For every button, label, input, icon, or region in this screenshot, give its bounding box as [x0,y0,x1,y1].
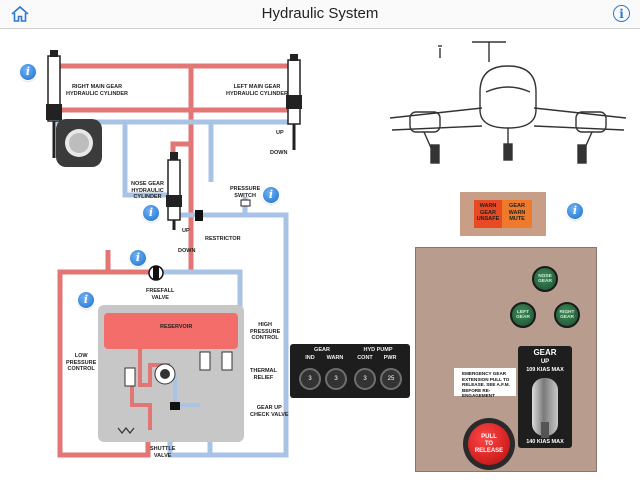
top-bar: Hydraulic System i [0,0,640,29]
gauge-col-cont: CONT [357,355,373,361]
hydraulic-diagram [46,41,627,458]
breaker-hyd-pwr[interactable]: 25 [380,368,402,390]
label-down-main: DOWN [270,150,288,156]
left-gear-light: LEFT GEAR [510,302,536,328]
reservoir [104,313,238,349]
gear-up-label: UP [540,359,550,365]
info-icon: i [25,65,31,78]
nose-gear-cylinder [166,152,182,230]
gauge-col-warn: WARN [326,355,344,361]
aircraft-drawing [389,41,627,164]
label-up-nose: UP [182,228,190,234]
home-button[interactable] [10,5,30,23]
label-low-pressure-control: LOW PRESSURE CONTROL [66,353,97,372]
annunciator-panel: WARN GEAR UNSAFE GEAR WARN MUTE [460,192,546,236]
label-nose-gear: NOSE GEAR HYDRAULIC CYLINDER [131,181,165,200]
gear-lever[interactable] [532,378,558,438]
info-button-nose-gear[interactable]: i [143,205,159,221]
label-reservoir: RESERVOIR [160,324,193,330]
tire [56,119,102,167]
gauge-col-ind: IND [305,355,315,361]
label-pressure-switch: PRESSURE SWITCH [230,186,261,199]
info-icon: i [572,204,578,217]
info-button-annunciator[interactable]: i [567,203,583,219]
emergency-extension-placard: EMERGENCY GEAR EXTENSION PULL TO RELEASE… [454,368,516,398]
home-icon [11,5,29,22]
label-freefall-valve: FREEFALL VALVE [146,288,175,301]
label-thermal-relief: THERMAL RELIEF [250,368,277,381]
info-button-pressure-switch[interactable]: i [263,187,279,203]
label-shuttle-valve: SHUTTLE VALVE [150,446,176,459]
info-button-freefall-valve[interactable]: i [130,250,146,266]
breaker-gear-warn[interactable]: 3 [325,368,347,390]
left-gear-light-label: LEFT GEAR [516,309,530,321]
gauge-header-gear: GEAR [314,347,330,353]
label-restrictor: RESTRICTOR [205,236,241,242]
gauge-header-hyd-pump: HYD PUMP [363,347,393,353]
gear-up-kias: 109 KIAS MAX [526,367,564,373]
info-icon: i [619,7,624,21]
pressure-switch [240,199,251,207]
breaker-gear-ind[interactable]: 3 [299,368,321,390]
label-down-nose: DOWN [178,248,196,254]
label-right-main-gear: RIGHT MAIN GEAR HYDRAULIC CYLINDER [66,84,129,97]
gauge-col-pwr: PWR [383,355,397,361]
gear-control-panel: NOSE GEAR LEFT GEAR RIGHT GEAR GEAR UP 1… [415,247,597,472]
nose-gear-light: NOSE GEAR [532,266,558,292]
left-main-gear-cylinder [286,54,302,150]
info-icon: i [135,251,141,264]
label-left-main-gear: LEFT MAIN GEAR HYDRAULIC CYLINDER [226,84,289,97]
info-icon: i [83,293,89,306]
gear-selector: GEAR UP 109 KIAS MAX 140 KIAS MAX [518,346,572,448]
gauge-panel: GEAR HYD PUMP IND WARN CONT PWR 3 3 3 25 [290,344,410,398]
page-title: Hydraulic System [261,5,379,22]
restrictor [195,210,203,221]
pull-release-ring: PULL TO RELEASE [463,418,515,470]
info-button-right-main-gear[interactable]: i [20,64,36,80]
warn-gear-unsafe-light[interactable]: WARN GEAR UNSAFE [474,200,502,228]
gear-warn-mute-button[interactable]: GEAR WARN MUTE [502,200,532,228]
info-icon: i [148,206,154,219]
pressure-lines [56,63,296,458]
breaker-hyd-cont[interactable]: 3 [354,368,376,390]
gear-down-kias: 140 KIAS MAX [526,439,564,445]
pull-to-release-handle[interactable]: PULL TO RELEASE [468,423,510,465]
info-button-top[interactable]: i [613,5,630,22]
info-icon: i [268,188,274,201]
label-up-main: UP [276,130,284,136]
right-gear-light-label: RIGHT GEAR [559,309,575,321]
info-button-pump[interactable]: i [78,292,94,308]
freefall-valve [148,265,164,281]
label-gear-up-check-valve: GEAR UP CHECK VALVE [250,405,289,418]
pump-internals [117,349,233,434]
right-gear-light: RIGHT GEAR [554,302,580,328]
gear-selector-title: GEAR [533,348,557,357]
label-high-pressure-control: HIGH PRESSURE CONTROL [250,322,281,341]
nose-gear-light-label: NOSE GEAR [538,273,552,285]
right-main-gear-cylinder [46,50,62,158]
